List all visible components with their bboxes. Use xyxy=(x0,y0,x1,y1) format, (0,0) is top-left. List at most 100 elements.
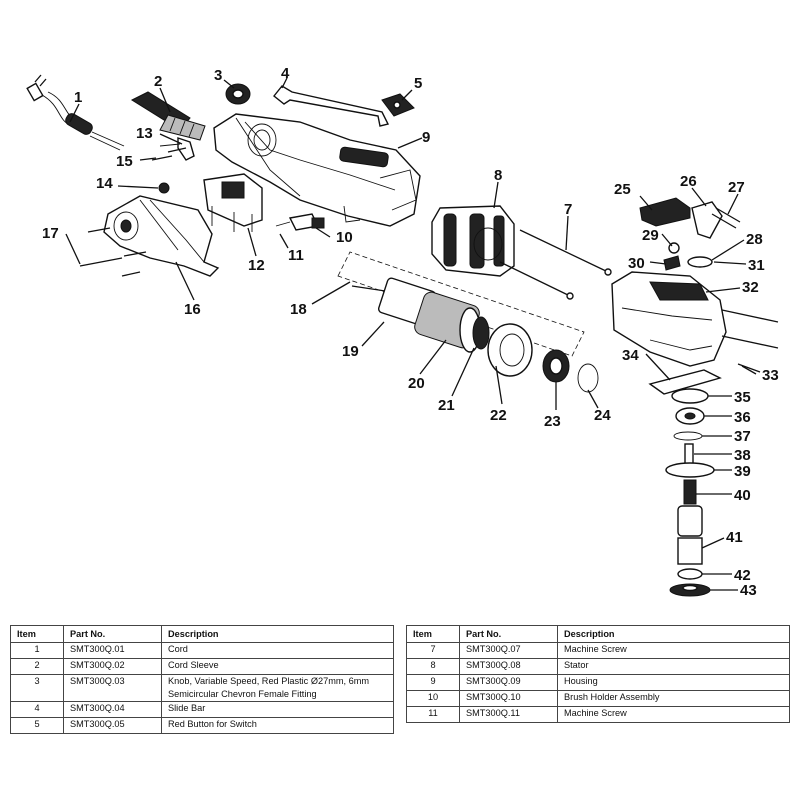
row-description: Slide Bar xyxy=(161,701,394,718)
retaining-ring-part xyxy=(577,363,599,393)
housing-part xyxy=(213,113,421,227)
callout-27: 27 xyxy=(728,179,745,196)
row-description: Cord xyxy=(161,642,394,659)
callout-12: 12 xyxy=(248,257,265,274)
callout-33: 33 xyxy=(762,367,779,384)
callout-3: 3 xyxy=(214,67,222,84)
slide-bar-part xyxy=(273,85,390,127)
row-description: Machine Screw xyxy=(557,642,790,659)
spring-pin-part xyxy=(663,242,713,271)
callout-20: 20 xyxy=(408,375,425,392)
callout-4: 4 xyxy=(281,65,290,82)
row-part-no: SMT300Q.04 xyxy=(63,701,162,718)
row-part-no: SMT300Q.05 xyxy=(63,717,162,734)
row-description: Red Button for Switch xyxy=(161,717,394,734)
callout-2: 2 xyxy=(154,73,162,90)
callout-35: 35 xyxy=(734,389,751,406)
callout-39: 39 xyxy=(734,463,751,480)
screw-14-part xyxy=(158,182,170,194)
callout-19: 19 xyxy=(342,343,359,360)
table-row: 11 SMT300Q.11 Machine Screw xyxy=(406,706,790,723)
callout-15: 15 xyxy=(116,153,133,170)
row-part-no: SMT300Q.08 xyxy=(459,658,558,675)
leader-lines xyxy=(65,77,757,591)
header-description: Description xyxy=(161,625,394,643)
row-item: 5 xyxy=(10,717,64,734)
stator-part xyxy=(431,205,515,277)
callout-32: 32 xyxy=(742,279,759,296)
red-button-part xyxy=(381,93,415,117)
row-part-no: SMT300Q.10 xyxy=(459,690,558,707)
row-item: 2 xyxy=(10,658,64,675)
row-description: Cord Sleeve xyxy=(161,658,394,675)
callout-38: 38 xyxy=(734,447,751,464)
callout-13: 13 xyxy=(136,125,153,142)
row-item: 4 xyxy=(10,701,64,718)
callout-8: 8 xyxy=(494,167,502,184)
row-item: 9 xyxy=(406,674,460,691)
callout-23: 23 xyxy=(544,413,561,430)
callout-26: 26 xyxy=(680,173,697,190)
callout-9: 9 xyxy=(422,129,430,146)
armature-part xyxy=(337,251,585,357)
callout-17: 17 xyxy=(42,225,59,242)
header-item: Item xyxy=(406,625,460,643)
table-row: 3 SMT300Q.03 Knob, Variable Speed, Red P… xyxy=(10,674,394,702)
callout-22: 22 xyxy=(490,407,507,424)
callout-43: 43 xyxy=(740,582,757,599)
parts-table-left: Item Part No. Description 1 SMT300Q.01 C… xyxy=(10,625,394,734)
row-description: Housing xyxy=(557,674,790,691)
gear-head-part xyxy=(611,271,779,373)
header-part-no: Part No. xyxy=(63,625,162,643)
row-item: 8 xyxy=(406,658,460,675)
callout-28: 28 xyxy=(746,231,763,248)
table-row: 1 SMT300Q.01 Cord xyxy=(10,642,394,659)
row-description: Stator xyxy=(557,658,790,675)
callout-7: 7 xyxy=(564,201,572,218)
callout-40: 40 xyxy=(734,487,751,504)
header-part-no: Part No. xyxy=(459,625,558,643)
lock-plate-part xyxy=(648,369,722,395)
header-item: Item xyxy=(10,625,64,643)
row-item: 10 xyxy=(406,690,460,707)
row-item: 1 xyxy=(10,642,64,659)
row-part-no: SMT300Q.03 xyxy=(63,674,162,702)
row-part-no: SMT300Q.01 xyxy=(63,642,162,659)
table-header-row: Item Part No. Description xyxy=(406,625,790,643)
callout-1: 1 xyxy=(74,89,82,106)
callout-5: 5 xyxy=(414,75,422,92)
callout-11: 11 xyxy=(288,247,304,264)
callout-37: 37 xyxy=(734,428,751,445)
spindle-stack xyxy=(665,388,715,597)
callout-10: 10 xyxy=(336,229,353,246)
brush-holder-part xyxy=(275,213,325,231)
callout-41: 41 xyxy=(726,529,743,546)
callout-18: 18 xyxy=(290,301,307,318)
callout-29: 29 xyxy=(642,227,659,244)
parts-table-right: Item Part No. Description 7 SMT300Q.07 M… xyxy=(406,625,790,723)
callout-16: 16 xyxy=(184,301,201,318)
callout-30: 30 xyxy=(628,255,645,272)
table-row: 5 SMT300Q.05 Red Button for Switch xyxy=(10,717,394,734)
table-row: 8 SMT300Q.08 Stator xyxy=(406,658,790,675)
baffle-part xyxy=(487,323,533,377)
callout-31: 31 xyxy=(748,257,765,274)
table-row: 7 SMT300Q.07 Machine Screw xyxy=(406,642,790,659)
table-row: 9 SMT300Q.09 Housing xyxy=(406,674,790,691)
table-row: 2 SMT300Q.02 Cord Sleeve xyxy=(10,658,394,675)
exploded-parts-diagram: 1 2 3 4 5 7 8 9 10 11 12 13 14 15 16 17 … xyxy=(26,65,779,599)
screws-17-part xyxy=(79,227,147,277)
callout-25: 25 xyxy=(614,181,631,198)
table-header-row: Item Part No. Description xyxy=(10,625,394,643)
callout-42: 42 xyxy=(734,567,751,584)
row-description: Brush Holder Assembly xyxy=(557,690,790,707)
row-part-no: SMT300Q.02 xyxy=(63,658,162,675)
row-part-no: SMT300Q.11 xyxy=(459,706,558,723)
switch-part xyxy=(203,173,263,232)
row-description: Machine Screw xyxy=(557,706,790,723)
table-row: 10 SMT300Q.10 Brush Holder Assembly xyxy=(406,690,790,707)
row-part-no: SMT300Q.07 xyxy=(459,642,558,659)
callout-24: 24 xyxy=(594,407,611,424)
cord-part xyxy=(26,74,125,151)
callout-36: 36 xyxy=(734,409,751,426)
